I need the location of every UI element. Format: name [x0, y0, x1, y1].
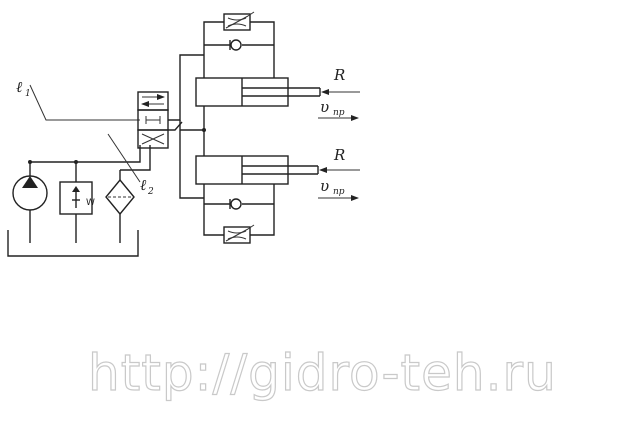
- relief-valve-mark: W: [86, 198, 95, 208]
- relief-valve: W: [59, 162, 95, 243]
- upper-cylinder: [195, 55, 321, 130]
- label-l1-sub: 1: [25, 89, 31, 99]
- leader-line-1: [29, 84, 140, 121]
- top-bypass: [203, 11, 275, 55]
- label-force-top: R: [333, 66, 345, 84]
- label-velocity-top-sub: пр: [333, 108, 345, 118]
- label-l2: ℓ: [140, 176, 146, 194]
- pressure-line: [30, 145, 141, 163]
- valve-to-manifold-line: [168, 54, 204, 121]
- label-force-bottom: R: [333, 146, 345, 164]
- label-l1: ℓ: [16, 78, 22, 96]
- watermark: http://gidro-teh.ru: [88, 344, 557, 402]
- tank: [7, 230, 139, 257]
- return-line: [120, 145, 151, 171]
- lower-cylinder: [195, 130, 319, 198]
- directional-valve: [137, 91, 169, 149]
- filter: [105, 170, 135, 243]
- bottom-bypass: [203, 198, 275, 244]
- label-velocity-bottom: υ: [320, 177, 329, 195]
- pump: [12, 162, 48, 243]
- label-velocity-bottom-sub: пр: [333, 187, 345, 197]
- label-velocity-top: υ: [320, 98, 329, 116]
- label-l2-sub: 2: [147, 187, 154, 197]
- leader-line-2: [107, 133, 141, 183]
